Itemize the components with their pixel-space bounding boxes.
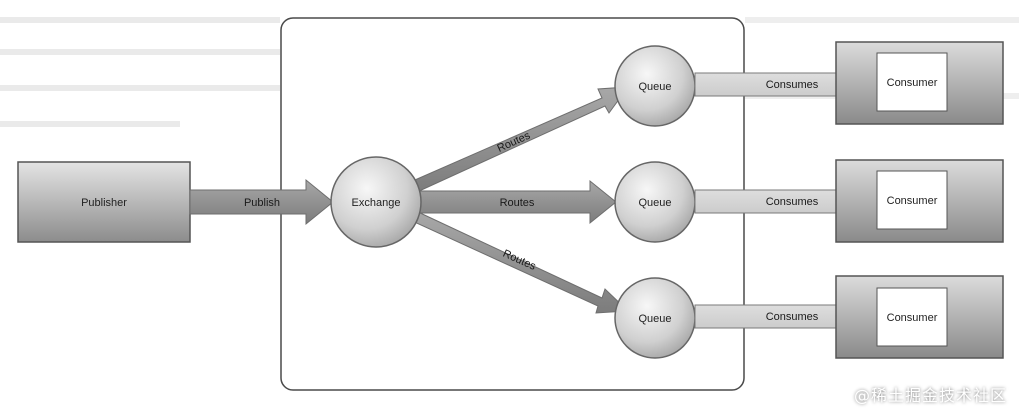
exchange-label: Exchange: [352, 197, 401, 209]
queue-node-bottom: Queue: [614, 277, 696, 359]
watermark: @稀土掘金技术社区: [853, 386, 1007, 405]
publisher-label: Publisher: [81, 197, 127, 209]
queue-label-middle: Queue: [638, 197, 671, 209]
consumer-box-bottom: Consumer: [835, 275, 1004, 359]
queue-node-middle: Queue: [614, 161, 696, 243]
publisher-box: Publisher: [17, 161, 191, 243]
consumer-box-middle: Consumer: [835, 159, 1004, 243]
queue-label-top: Queue: [638, 81, 671, 93]
consumer-box-top: Consumer: [835, 41, 1004, 125]
consumer-label-middle: Consumer: [887, 195, 938, 207]
routes-label-middle: Routes: [500, 197, 535, 209]
routes-arrow-middle: Routes: [419, 179, 617, 225]
consumes-label-middle: Consumes: [766, 196, 819, 208]
queue-label-bottom: Queue: [638, 313, 671, 325]
exchange-node: Exchange: [330, 156, 422, 248]
consumes-label-top: Consumes: [766, 79, 819, 91]
consumes-label-bottom: Consumes: [766, 311, 819, 323]
publish-arrow: Publish: [189, 178, 334, 226]
consumer-label-top: Consumer: [887, 77, 938, 89]
consumer-label-bottom: Consumer: [887, 312, 938, 324]
consumes-arrow-middle: Consumes: [694, 177, 878, 225]
queue-node-top: Queue: [614, 45, 696, 127]
publish-label: Publish: [244, 197, 280, 209]
